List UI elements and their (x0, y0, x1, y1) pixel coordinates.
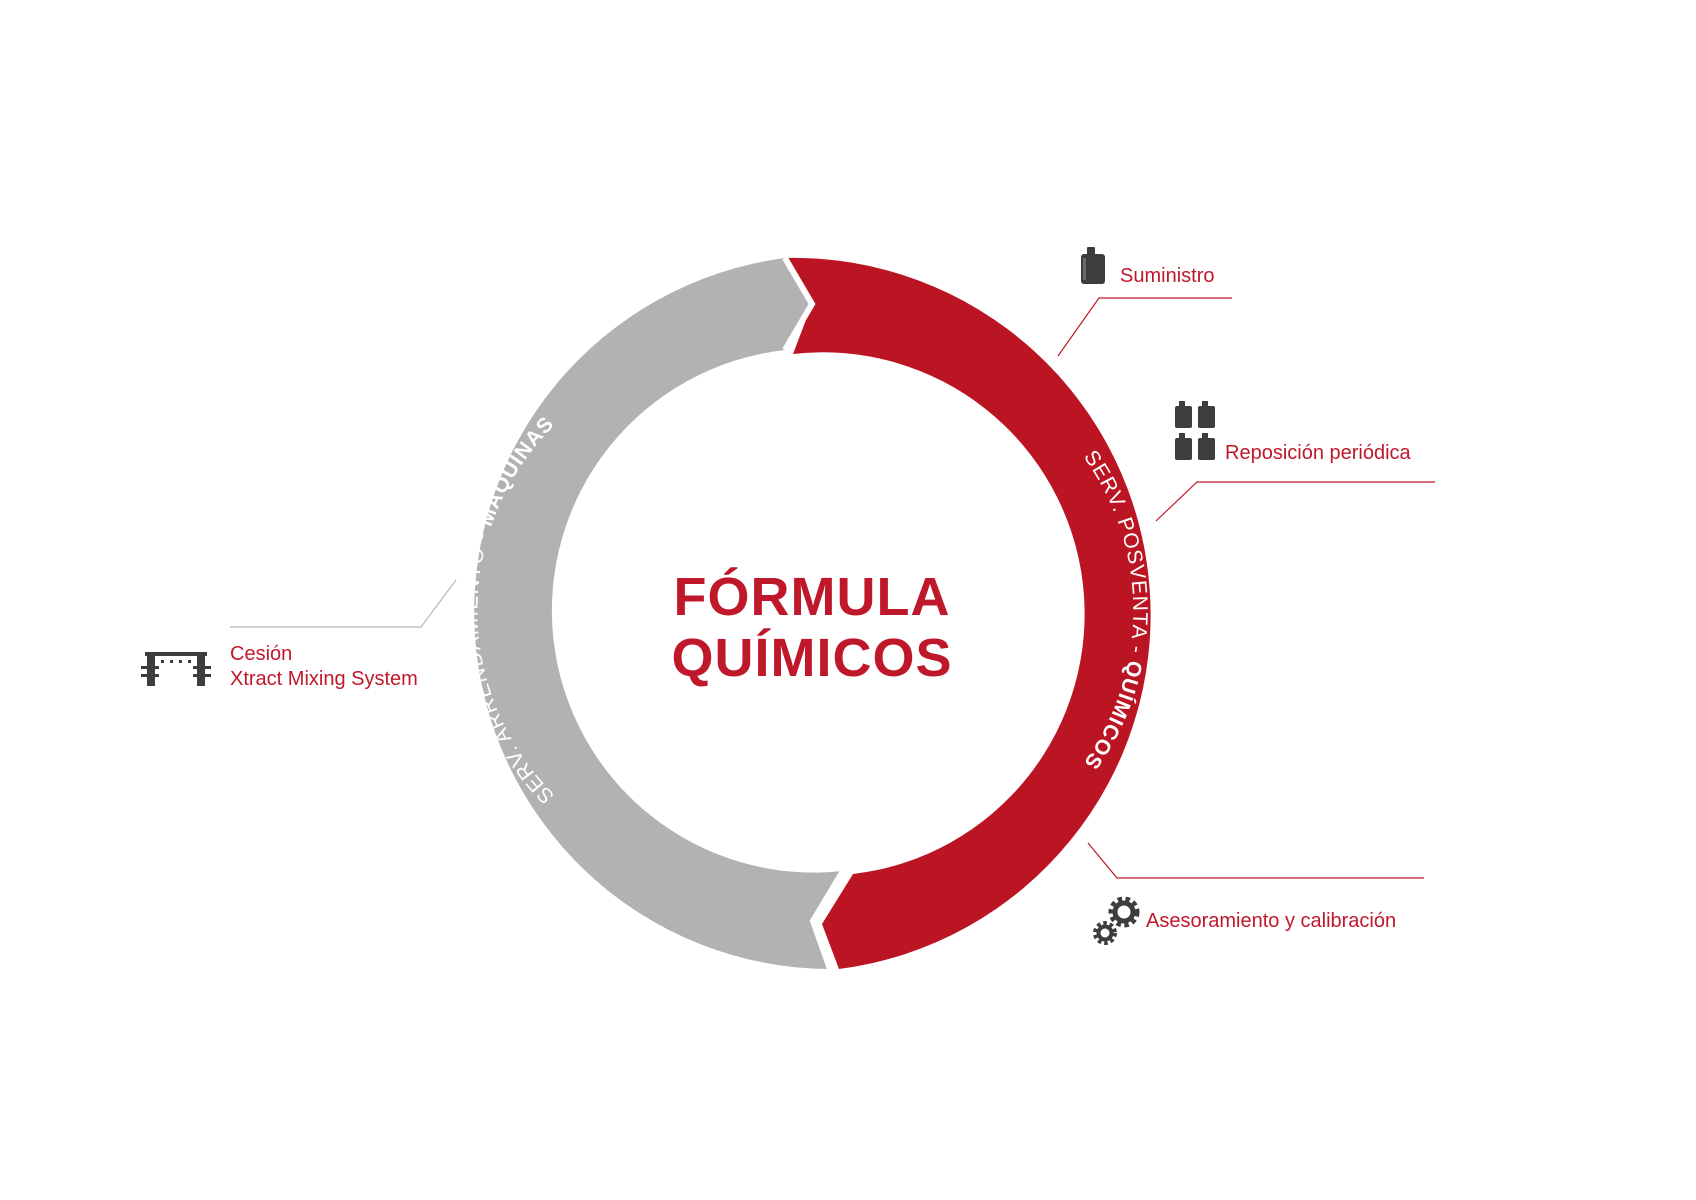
connector-suministro (1057, 297, 1232, 357)
connector-reposicion (1155, 481, 1435, 522)
canister-icon (1081, 247, 1105, 284)
canisters-icon (1175, 401, 1215, 460)
ring-segment-chemicals (785, 257, 1151, 970)
mixing-system-icon (141, 652, 211, 686)
callout-asesoramiento: Asesoramiento y calibración (1146, 910, 1396, 932)
ring-divider-top (782, 256, 816, 352)
callout-cesion-line1: Cesión (230, 643, 292, 665)
callout-reposicion: Reposición periódica (1225, 442, 1412, 464)
connector-cesion (230, 579, 457, 628)
callout-suministro: Suministro (1120, 265, 1214, 287)
ring-divider-bottom (809, 869, 846, 971)
callout-cesion-line2: Xtract Mixing System (230, 668, 418, 690)
connector-asesoramiento (1087, 842, 1424, 879)
center-title-line1: FÓRMULA (674, 567, 951, 627)
center-title-line2: QUÍMICOS (671, 628, 952, 688)
gears-icon (1093, 896, 1140, 945)
ring-segment-machines (474, 258, 843, 969)
